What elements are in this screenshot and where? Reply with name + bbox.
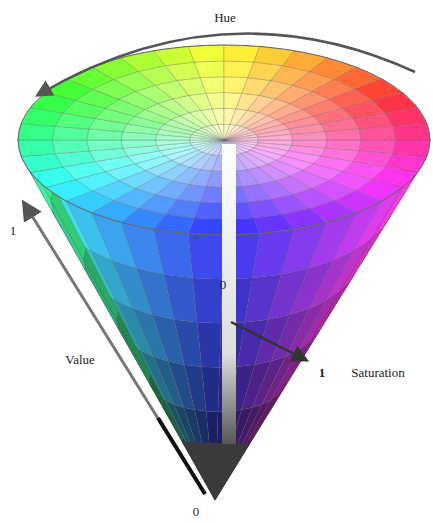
disk-cell — [200, 77, 224, 94]
axis-title: Saturation — [349, 365, 406, 381]
disk-cell — [121, 140, 156, 148]
hue-arrow — [38, 34, 415, 95]
disk-cell — [212, 124, 224, 140]
cone-body — [18, 124, 430, 500]
saturation-arrow — [231, 322, 306, 360]
axis-value-mark: 0 — [191, 504, 202, 520]
disk-cell — [218, 124, 224, 140]
disk-cell — [194, 61, 224, 78]
disk-cell — [190, 140, 224, 143]
disk-cell — [155, 140, 190, 145]
cone-facet — [84, 260, 118, 328]
axis-value-mark: 1 — [316, 364, 329, 382]
disk-cell — [188, 45, 224, 62]
disk-cell — [188, 218, 224, 235]
disk-cell — [224, 137, 258, 140]
disk-cell — [325, 129, 361, 140]
disk-cell — [87, 140, 123, 151]
disk-cell — [190, 140, 224, 145]
axis-value-mark: 1 — [8, 223, 19, 239]
value-arrow — [24, 203, 205, 494]
cone-facet — [188, 234, 224, 280]
value-axis-strip — [222, 144, 236, 444]
disk-cell — [393, 124, 430, 140]
disk-cell — [258, 135, 293, 140]
disk-cell — [359, 126, 395, 140]
axis-value-mark: 0 — [218, 277, 229, 293]
disk-cell — [212, 108, 224, 124]
disk-cell — [21, 154, 63, 173]
disk-cell — [292, 132, 327, 140]
disk-cell — [224, 135, 258, 140]
axis-title: Value — [63, 352, 97, 368]
cone-facet — [51, 200, 86, 271]
axis-title: Hue — [212, 10, 238, 26]
cone-facet — [117, 312, 151, 380]
disk-cell — [18, 140, 55, 156]
disk-cell — [207, 125, 224, 140]
disk-cell — [52, 140, 88, 154]
cone-facet — [193, 278, 223, 323]
disk-cell — [385, 108, 427, 127]
disk-cell — [224, 45, 260, 62]
disk-cell — [206, 93, 224, 109]
value-arrow-base — [158, 418, 205, 494]
